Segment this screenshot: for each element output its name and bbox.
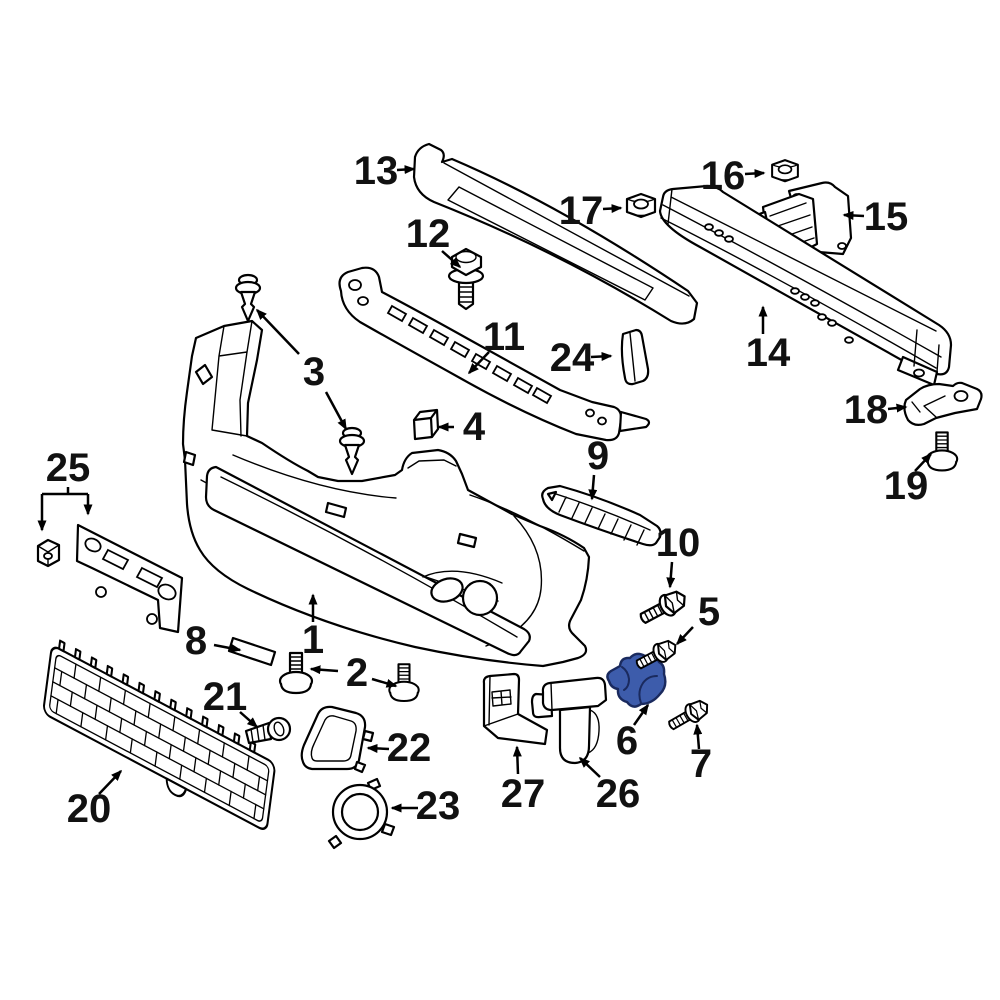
part-22-bezel [300, 705, 375, 774]
callout-label-25: 25 [46, 446, 91, 490]
part-6-retainer-highlighted [606, 652, 667, 708]
callout-arrow [467, 351, 490, 375]
part-17-nut [625, 192, 657, 219]
callout-label-9: 9 [587, 434, 609, 478]
callout-label-4: 4 [463, 405, 486, 449]
callout-label-15: 15 [864, 195, 909, 239]
part-20-grille [43, 639, 276, 830]
callout-label-11: 11 [483, 315, 525, 359]
part-27-sensor-bracket [482, 672, 549, 746]
callout-label-19: 19 [884, 464, 929, 508]
callout-label-6: 6 [616, 719, 638, 763]
callout-arrow [887, 403, 908, 413]
part-21-screw [244, 716, 292, 745]
callout-arrow [98, 769, 123, 795]
callout-label-18: 18 [844, 388, 889, 432]
callout-label-12: 12 [406, 212, 451, 256]
callout-label-7: 7 [690, 742, 712, 786]
callout-arrow [744, 169, 766, 178]
callout-arrow [602, 204, 623, 214]
callout-label-26: 26 [596, 772, 641, 816]
part-25-license-bracket [75, 523, 184, 634]
part-7-bolt [664, 695, 713, 736]
callout-label-5: 5 [698, 590, 720, 634]
part-24-bracket [620, 328, 650, 386]
callout-arrow [255, 308, 300, 355]
callout-label-2: 2 [346, 651, 368, 695]
callout-arrow [512, 745, 522, 775]
part-11-retainer-bar [338, 266, 651, 442]
callout-label-22: 22 [387, 726, 432, 770]
part-23-cover-ring [327, 777, 396, 850]
callout-label-3: 3 [303, 350, 325, 394]
part-16-nut [771, 159, 799, 183]
callout-label-23: 23 [416, 784, 461, 828]
callout-arrow [590, 351, 613, 361]
callout-label-16: 16 [701, 154, 746, 198]
callout-arrow [366, 743, 390, 753]
callout-arrow [675, 626, 694, 646]
part-3-clip-a [234, 273, 262, 323]
callout-arrow [239, 711, 259, 728]
callout-layer: 1234567891011121314151617181920212223242… [37, 149, 933, 831]
callout-label-24: 24 [550, 336, 595, 380]
callout-arrow [914, 452, 933, 472]
part-1-bumper-cover [181, 319, 591, 668]
callout-arrow [371, 677, 398, 688]
callout-label-10: 10 [656, 521, 701, 565]
callout-arrow [213, 643, 242, 653]
callout-arrow [441, 250, 462, 268]
part-10-bolt [635, 585, 691, 630]
part-8-pad [227, 636, 277, 667]
callout-arrow [588, 474, 598, 501]
callout-arrow [309, 665, 339, 675]
callout-label-21: 21 [203, 675, 248, 719]
callout-arrow [578, 756, 601, 778]
callout-arrow [324, 391, 348, 431]
part-18-bracket [903, 381, 983, 426]
part-9-garnish [541, 484, 662, 547]
callout-arrow [693, 723, 703, 750]
part-3-clip-b [338, 426, 366, 476]
callout-label-17: 17 [559, 189, 604, 233]
part-2-bolt-b [388, 663, 420, 703]
callout-label-1: 1 [302, 618, 324, 662]
callout-label-14: 14 [746, 331, 791, 375]
part-26-sensor [530, 676, 608, 765]
callout-label-20: 20 [67, 787, 112, 831]
part-13-upper-cover [412, 142, 699, 325]
part-12-bolt [447, 247, 485, 311]
part-14-impact-bar [658, 184, 953, 387]
callout-arrow [666, 561, 676, 589]
callout-label-8: 8 [185, 619, 207, 663]
part-4-clip [412, 408, 440, 441]
callout-arrow [842, 210, 865, 220]
callout-label-27: 27 [501, 772, 546, 816]
part-25-nut [36, 538, 61, 568]
callout-arrow [396, 165, 416, 175]
callout-label-13: 13 [354, 149, 399, 193]
callout-arrow [632, 703, 650, 726]
part-19-bolt [925, 431, 959, 472]
